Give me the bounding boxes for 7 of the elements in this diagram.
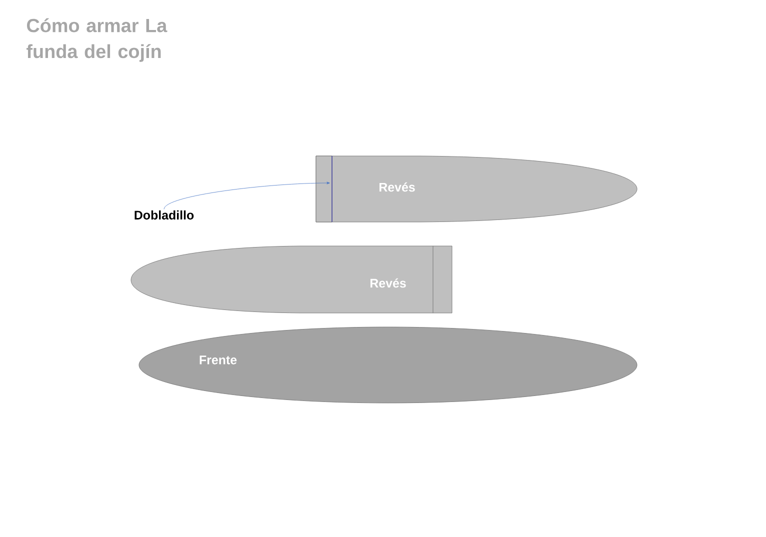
label-text: Dobladillo (134, 210, 194, 220)
leader-line (164, 182, 330, 210)
hem-strip (316, 156, 332, 222)
fabric-piece: Revés (130, 246, 452, 314)
fabric-piece: Revés (316, 156, 638, 222)
fabric-piece: Frente (138, 326, 638, 404)
title: Cómo armar La funda del cojín (26, 18, 168, 62)
